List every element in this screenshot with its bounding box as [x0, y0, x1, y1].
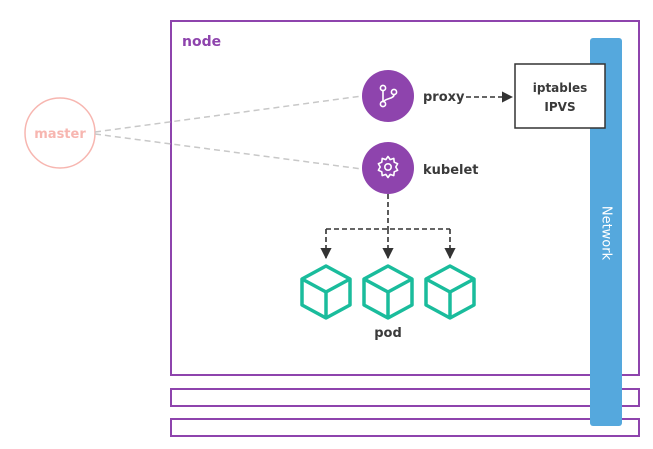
kubelet-component	[362, 142, 414, 194]
gear-icon	[377, 155, 399, 179]
git-branch-icon	[379, 84, 398, 108]
network-label: Network	[599, 206, 614, 261]
cube-icon	[300, 264, 352, 320]
proxy-component	[362, 70, 414, 122]
kubelet-to-pods-connector	[320, 194, 456, 260]
node-box-tertiary	[170, 418, 640, 437]
ipvs-label: IPVS	[544, 100, 575, 114]
network-bar	[590, 38, 622, 426]
iptables-label: iptables	[533, 81, 588, 95]
node-box-secondary	[170, 388, 640, 407]
cube-icon	[362, 264, 414, 320]
node-label: node	[182, 34, 221, 50]
iptables-box	[514, 63, 606, 129]
master-to-kubelet-line	[94, 133, 363, 170]
proxy-label: proxy	[423, 90, 465, 105]
cube-icon	[424, 264, 476, 320]
master-to-proxy-line	[94, 95, 363, 133]
pod-label: pod	[374, 326, 402, 341]
master-circle	[24, 97, 96, 169]
master-label: master	[34, 127, 86, 142]
kubelet-label: kubelet	[423, 163, 479, 178]
kubelet-circle	[362, 142, 414, 194]
node-box	[170, 20, 640, 376]
proxy-circle	[362, 70, 414, 122]
